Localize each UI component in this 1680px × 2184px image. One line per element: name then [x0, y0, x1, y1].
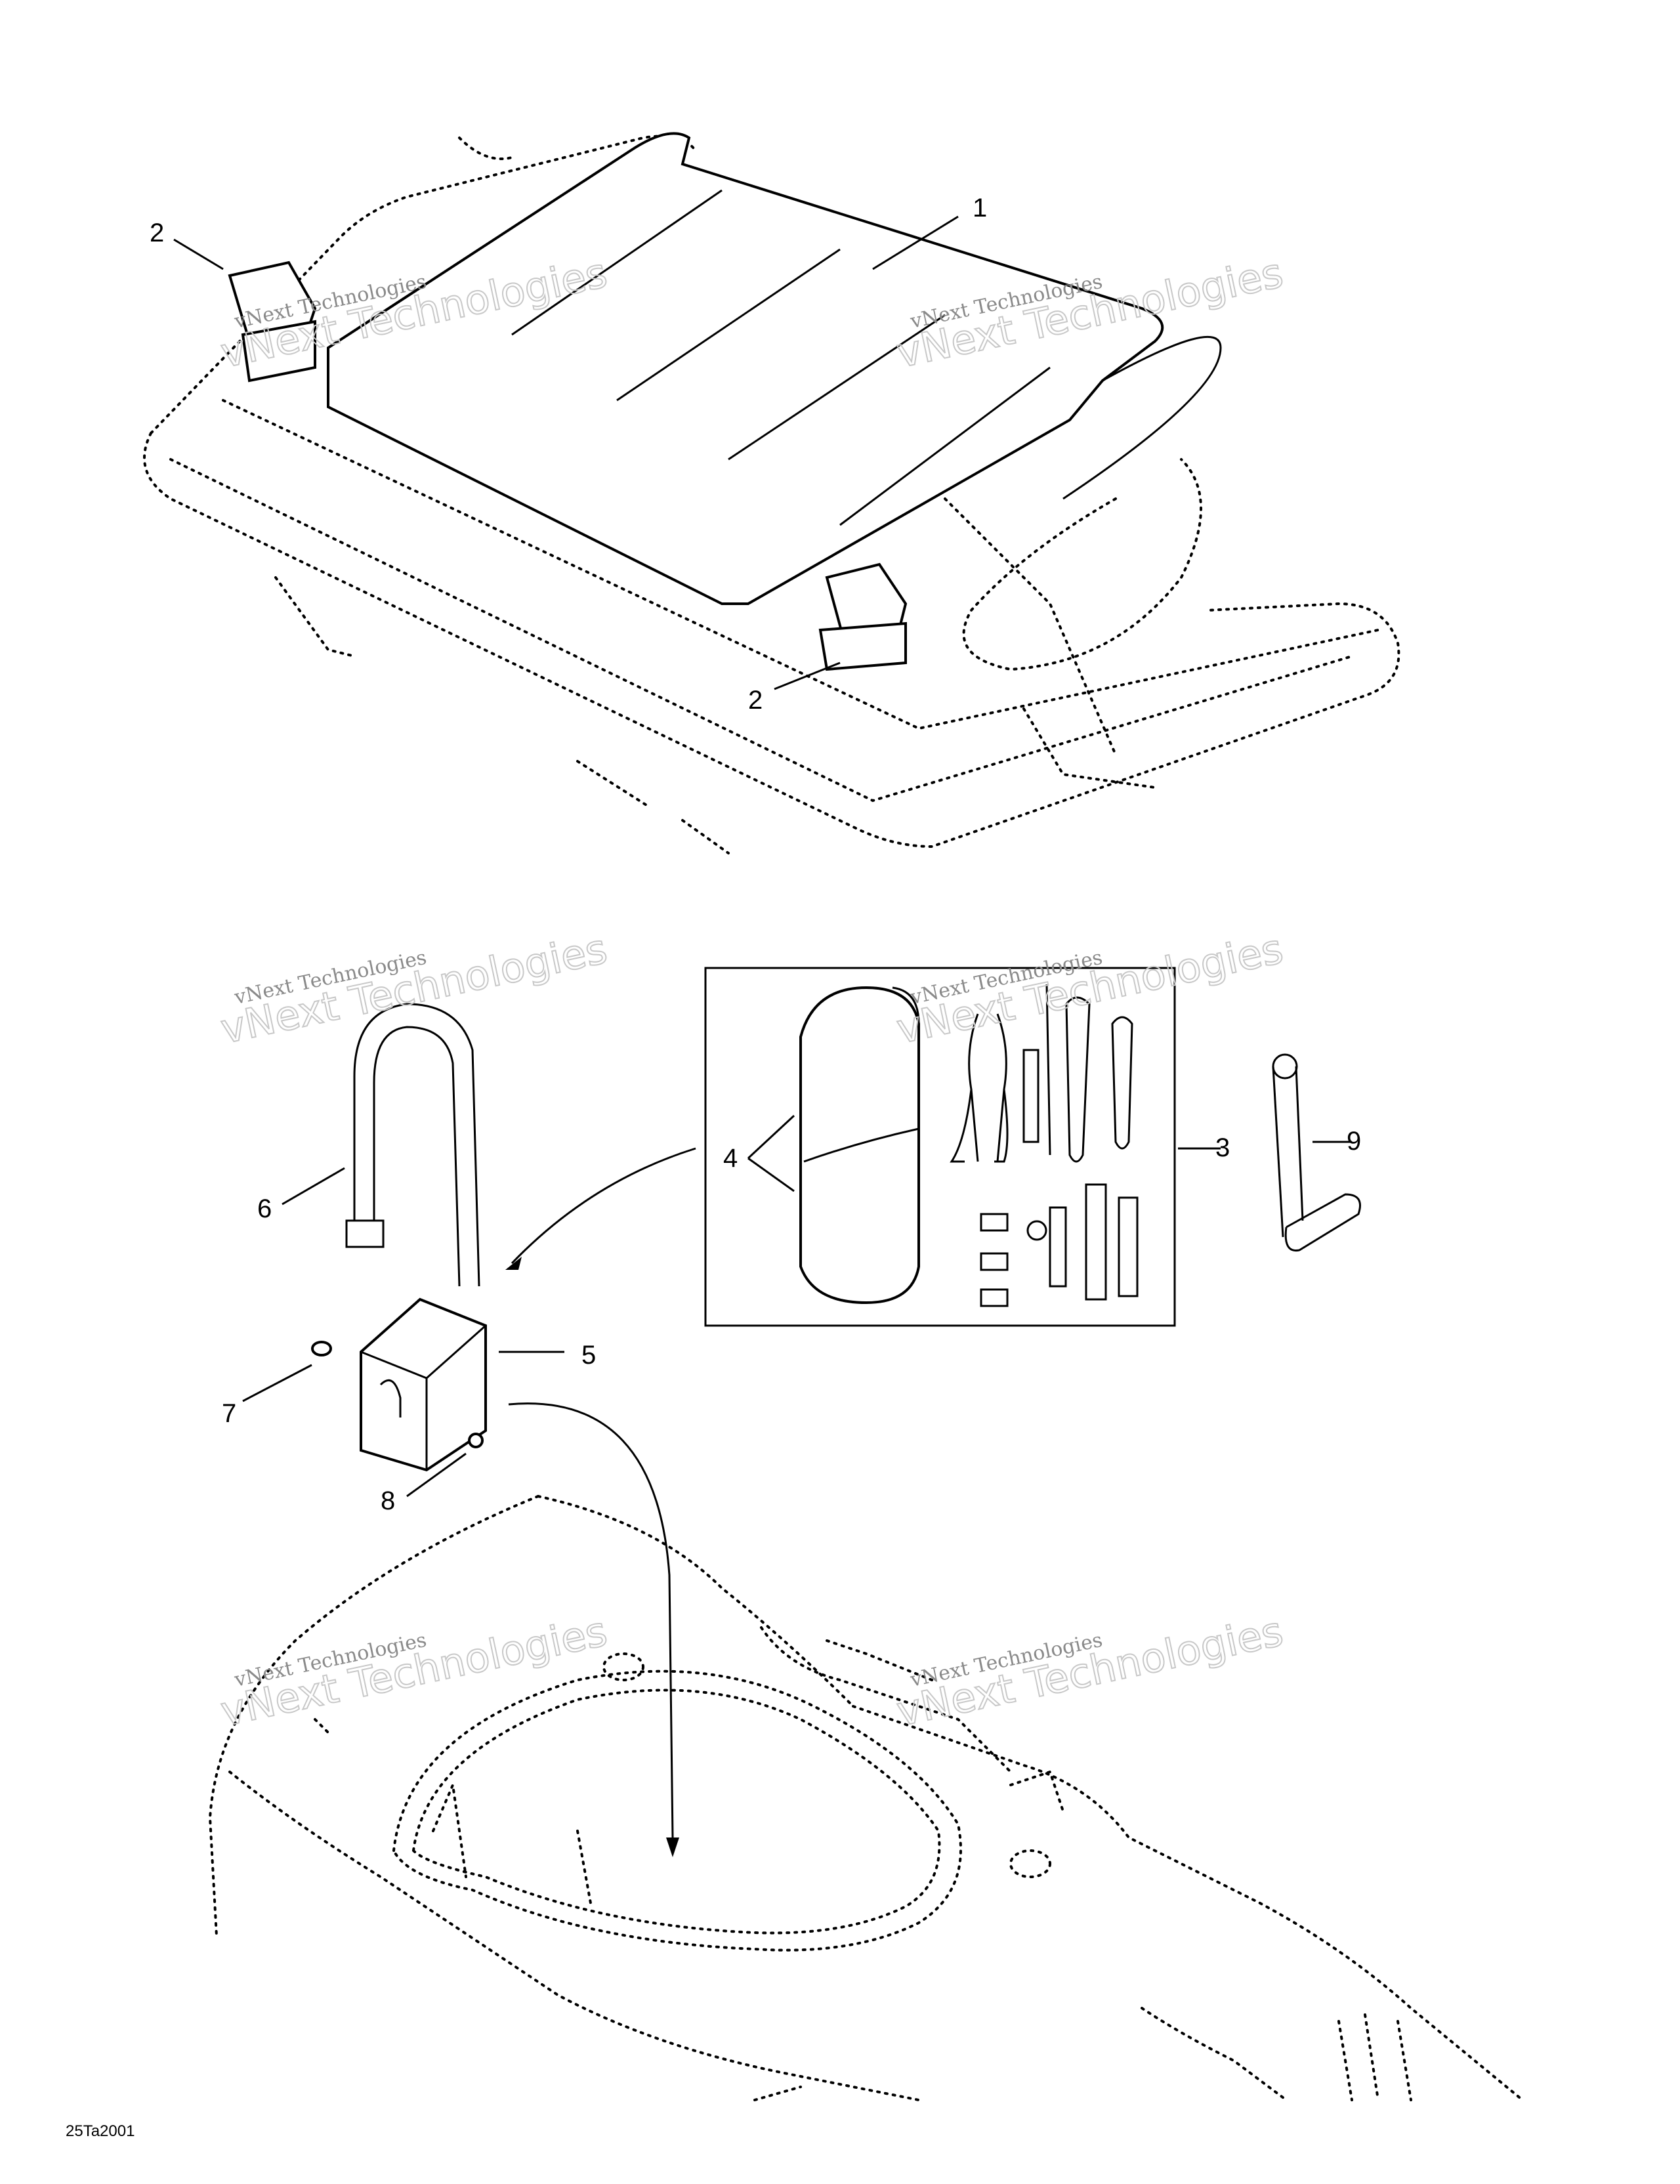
tool-bag [747, 986, 920, 1305]
watermark-3: vNext Technologies vNext Technologies [216, 924, 612, 1054]
tool-kit-box [704, 967, 1176, 1327]
callout-3: 3 [1215, 1133, 1230, 1162]
callout-8: 8 [381, 1486, 395, 1515]
install-arrow [511, 1147, 696, 1265]
nut [468, 1433, 484, 1448]
spanner-tool [1272, 1053, 1361, 1252]
screwdriver-icon [1022, 984, 1051, 1156]
callout-1: 1 [973, 194, 987, 222]
callout-2-upper: 2 [150, 219, 164, 247]
drawing-code: 25Ta2001 [66, 2122, 135, 2140]
watermark-6: vNext Technologies vNext Technologies [892, 1606, 1288, 1736]
wrench-small-icon [1111, 1016, 1133, 1150]
socket-wrench-icon [1085, 1183, 1139, 1301]
mount-arrow [508, 1402, 674, 1838]
callout-2-lower: 2 [748, 686, 763, 715]
callout-6: 6 [257, 1194, 272, 1223]
vehicle-body [208, 1495, 1524, 2101]
clip-lower [818, 562, 908, 671]
spark-plug-icon [1026, 1206, 1067, 1288]
rack-cushion [327, 132, 1222, 605]
watermark-5: vNext Technologies vNext Technologies [216, 1606, 612, 1736]
holder-bracket [360, 1297, 487, 1472]
strap [345, 1003, 480, 1287]
clip-upper [228, 261, 317, 383]
rack-frame [143, 135, 1400, 854]
callout-9: 9 [1347, 1127, 1361, 1156]
callout-5: 5 [581, 1341, 596, 1370]
fuses-icon [980, 1213, 1009, 1307]
wrench-large-icon [1065, 996, 1091, 1163]
washer [311, 1341, 332, 1356]
callout-4: 4 [723, 1144, 738, 1173]
pliers-icon [950, 1013, 1009, 1163]
callout-7: 7 [222, 1399, 236, 1428]
